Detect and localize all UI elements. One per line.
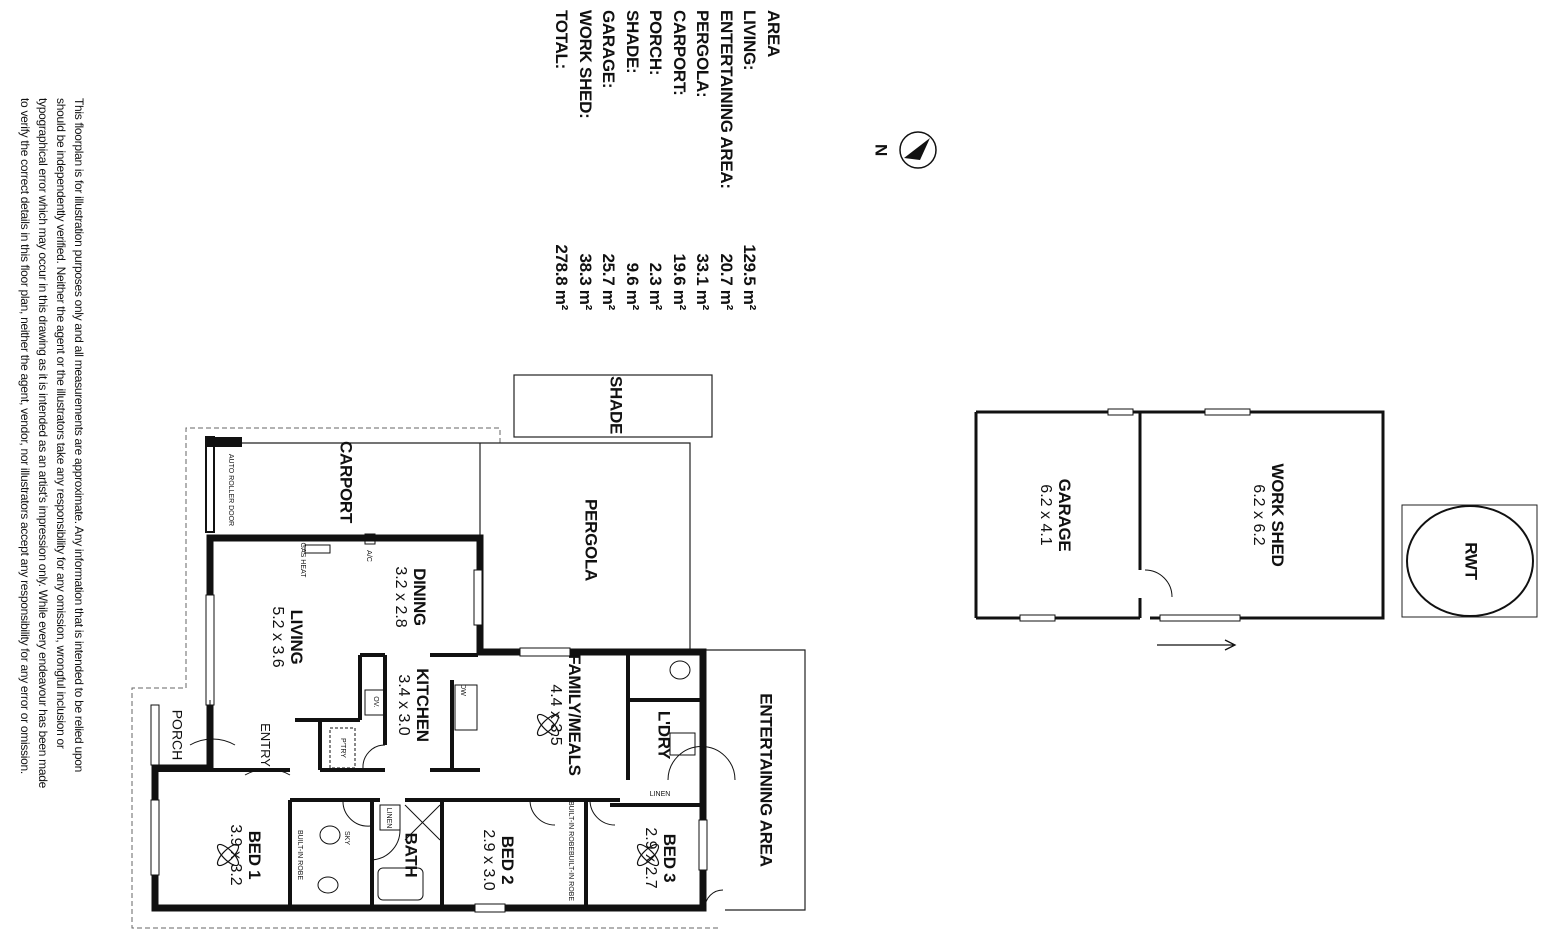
area-table: AREA LIVING:129.5 m² ENTERTAINING AREA:2…: [550, 10, 785, 310]
label-laundry: L'DRY: [654, 710, 674, 760]
roller-door: [205, 436, 215, 533]
label-linen: LINEN: [384, 807, 392, 829]
property-boundary: [131, 427, 720, 929]
area-row: SHADE:9.6 m²: [623, 10, 642, 310]
carport-outline: [240, 442, 691, 650]
north-label: N: [871, 144, 891, 156]
label-pergola: PERGOLA: [581, 499, 601, 581]
north-arrow-icon: [899, 131, 937, 169]
area-row: PORCH:2.3 m²: [646, 10, 666, 310]
area-total-row: TOTAL:278.8 m²: [552, 10, 572, 310]
label-gas-heat: GAS HEAT: [298, 542, 306, 578]
disclaimer-line: This floorplan is for illustration purpo…: [72, 98, 86, 772]
label-dishwasher: DW: [458, 684, 466, 696]
area-row: WORK SHED:38.3 m²: [576, 10, 595, 310]
disclaimer: This floorplan is for illustration purpo…: [16, 98, 88, 788]
disclaimer-line: typographical error which may occur in t…: [36, 98, 50, 788]
rwt-outline: [1401, 504, 1538, 618]
label-linen-laundry: LINEN: [649, 791, 671, 799]
shade-outline: [513, 374, 713, 438]
area-row: PERGOLA:33.1 m²: [693, 10, 713, 310]
entertaining-outline: [705, 649, 806, 911]
label-built-in-robe: BUILT-IN ROBE: [566, 850, 574, 902]
label-built-in-robe: BUILT-IN ROBE: [295, 829, 303, 881]
disclaimer-line: to verify the correct details in this fl…: [18, 98, 32, 774]
label-ac: A/C: [364, 550, 372, 562]
area-row: GARAGE:25.7 m²: [599, 10, 619, 310]
label-entertaining: ENTERTAINING AREA: [756, 693, 776, 867]
area-row: LIVING:129.5 m²: [740, 10, 760, 310]
label-bath: BATH: [401, 832, 421, 878]
label-shade: SHADE: [606, 375, 626, 435]
area-heading: AREA: [764, 10, 783, 57]
disclaimer-line: should be independently verified. Neithe…: [54, 98, 68, 749]
label-built-in-robe: BUILT-IN ROBE: [566, 800, 574, 852]
outbuildings: [974, 410, 1385, 620]
label-oven: OV.: [371, 696, 379, 708]
label-roller-door: AUTO ROLLER DOOR: [226, 453, 234, 527]
ceiling-fans: [216, 713, 660, 867]
label-entry: ENTRY: [258, 723, 274, 767]
arrow: [1157, 639, 1237, 651]
label-carport: CARPORT: [336, 441, 356, 523]
label-rwt: RWT: [1461, 542, 1481, 580]
label-porch: PORCH: [169, 709, 186, 761]
label-pantry: P'TRY: [338, 738, 346, 758]
area-row: ENTERTAINING AREA:20.7 m²: [717, 10, 736, 310]
area-row: CARPORT:19.6 m²: [670, 10, 689, 310]
label-sky: SKY: [342, 830, 350, 846]
